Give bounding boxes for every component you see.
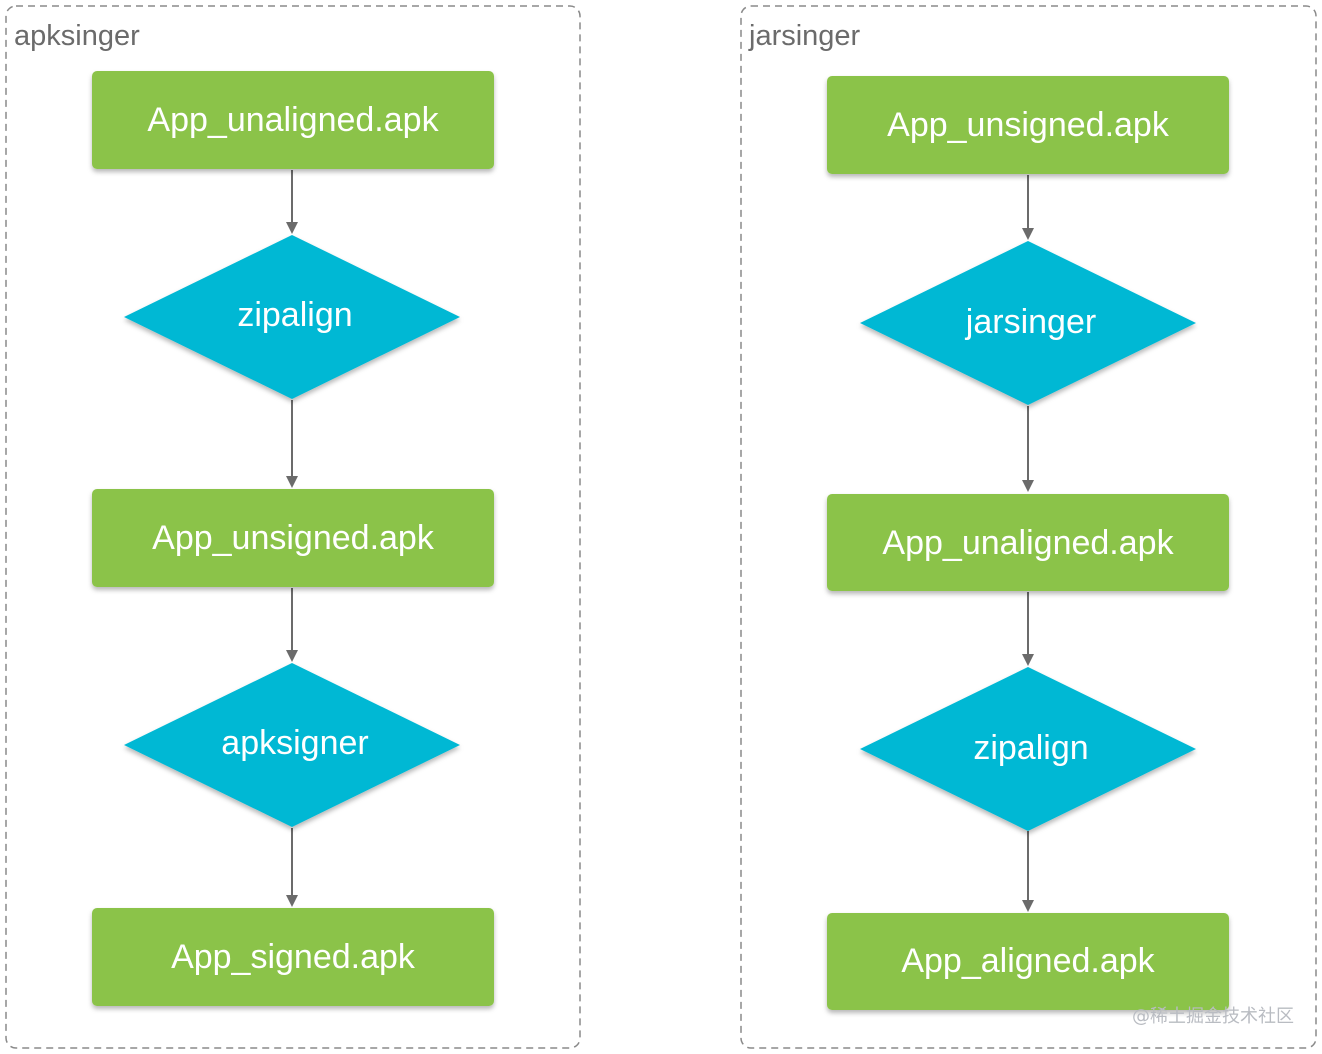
process-box <box>92 489 494 587</box>
process-label: App_aligned.apk <box>901 942 1155 980</box>
decision-diamond <box>860 241 1196 405</box>
group-apksinger-label: apksinger <box>14 20 140 52</box>
decision-label: apksigner <box>221 724 368 762</box>
decision-diamond <box>124 235 460 399</box>
process-label: App_unaligned.apk <box>147 101 439 139</box>
decision-label: zipalign <box>237 296 352 334</box>
process-label: App_unaligned.apk <box>882 524 1174 562</box>
process-box <box>92 908 494 1006</box>
process-box <box>827 76 1229 174</box>
process-node: App_unaligned.apk <box>92 71 494 169</box>
decision-node: zipalign <box>860 667 1196 831</box>
decision-label: jarsinger <box>965 303 1096 341</box>
process-box <box>827 913 1229 1010</box>
process-node: App_unaligned.apk <box>827 494 1229 591</box>
decision-label: zipalign <box>973 729 1088 767</box>
process-box <box>827 494 1229 591</box>
group-jarsinger-label: jarsinger <box>748 20 861 52</box>
decision-node: jarsinger <box>860 241 1196 405</box>
watermark-text: @稀土掘金技术社区 <box>1132 1006 1294 1027</box>
group-jarsinger: jarsinger App_unsigned.apk jarsinger App… <box>740 5 1317 1049</box>
process-box <box>92 71 494 169</box>
process-node: App_unsigned.apk <box>92 489 494 587</box>
process-node: App_aligned.apk <box>827 913 1229 1010</box>
group-apksinger: apksinger App_unaligned.apk zipalign App… <box>5 5 581 1049</box>
decision-diamond <box>860 667 1196 831</box>
process-label: App_unsigned.apk <box>152 519 435 557</box>
decision-node: zipalign <box>124 235 460 399</box>
decision-diamond <box>124 663 460 827</box>
group-apksinger-border <box>5 5 581 1049</box>
decision-node: apksigner <box>124 663 460 827</box>
group-jarsinger-border <box>740 5 1317 1049</box>
process-label: App_unsigned.apk <box>887 106 1170 144</box>
process-node: App_unsigned.apk <box>827 76 1229 174</box>
process-node: App_signed.apk <box>92 908 494 1006</box>
process-label: App_signed.apk <box>171 938 416 976</box>
